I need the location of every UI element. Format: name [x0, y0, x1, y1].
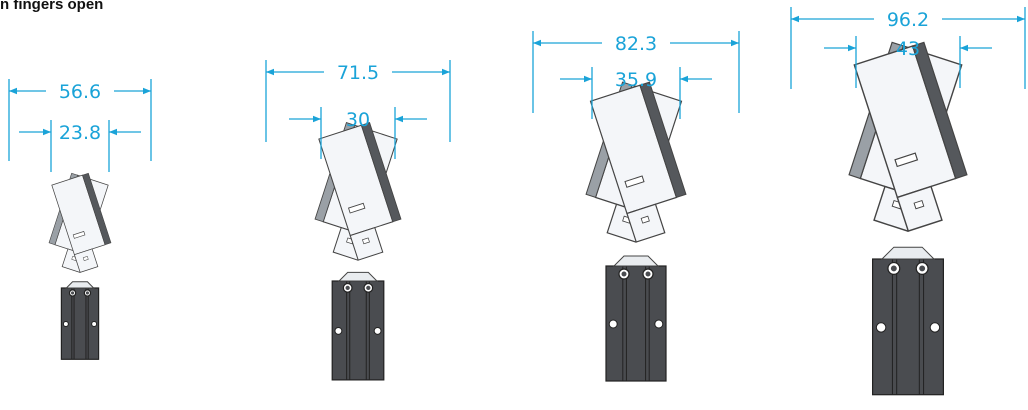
- gripper-3: 82.3 35.9: [532, 31, 740, 382]
- right-finger-slot: [348, 202, 366, 214]
- mount-hole-core: [645, 271, 651, 277]
- finger-link: [612, 255, 660, 267]
- gripper-4: 96.2 43: [790, 7, 1026, 396]
- right-finger-body: [318, 122, 402, 261]
- right-finger-slot: [894, 152, 919, 168]
- right-finger-pad: [911, 41, 968, 180]
- mount-hole-core: [85, 291, 89, 295]
- right-finger-notch: [913, 199, 925, 210]
- right-finger-tab: [896, 185, 943, 232]
- right-finger-pad: [639, 81, 687, 199]
- right-finger: [318, 122, 402, 261]
- right-finger-tab: [626, 203, 666, 243]
- right-finger-slot: [624, 175, 645, 188]
- right-finger: [589, 81, 687, 243]
- finger-link: [337, 271, 379, 282]
- mount-hole-core: [890, 265, 897, 272]
- mount-hole-core: [71, 291, 75, 295]
- body-hole: [62, 320, 69, 327]
- mount-hole-core: [919, 265, 926, 272]
- body-hole: [608, 319, 618, 329]
- inner-dimension-label: 30: [346, 109, 370, 131]
- inner-dimension-label: 43: [896, 38, 920, 60]
- inner-dimension-label: 23.8: [59, 122, 101, 144]
- right-finger-notch: [82, 256, 89, 261]
- inner-dimension-label: 35.9: [615, 69, 657, 91]
- gripper-2: 71.5 30: [265, 60, 451, 381]
- finger-link: [65, 281, 95, 289]
- body-hole: [91, 320, 98, 327]
- right-finger-pad: [360, 122, 402, 223]
- body-hole: [875, 322, 887, 333]
- right-finger-pad: [82, 172, 112, 246]
- right-finger-tab: [349, 226, 384, 261]
- outer-dimension-label: 82.3: [615, 33, 657, 55]
- finger-link: [880, 246, 936, 260]
- right-finger-notch: [362, 237, 370, 245]
- body-hole: [929, 322, 941, 333]
- body-hole: [654, 319, 664, 329]
- right-finger-body: [589, 81, 687, 243]
- outer-dimension-label: 56.6: [59, 81, 101, 103]
- right-finger-body: [51, 172, 112, 273]
- mount-hole-core: [366, 285, 371, 291]
- mount-hole-core: [621, 271, 627, 277]
- mount-hole-core: [345, 285, 350, 291]
- right-finger: [51, 172, 112, 273]
- right-finger-tab: [73, 248, 99, 273]
- right-finger-slot: [72, 231, 86, 239]
- body-hole: [334, 326, 343, 335]
- right-finger: [853, 41, 968, 232]
- figure-title: n fingers open: [0, 0, 104, 13]
- outer-dimension-label: 71.5: [337, 62, 379, 84]
- gripper-1: 56.6 23.8: [8, 79, 152, 360]
- right-finger-body: [853, 41, 968, 232]
- body-hole: [373, 326, 382, 335]
- right-finger-notch: [640, 215, 650, 224]
- outer-dimension-label: 96.2: [887, 9, 929, 31]
